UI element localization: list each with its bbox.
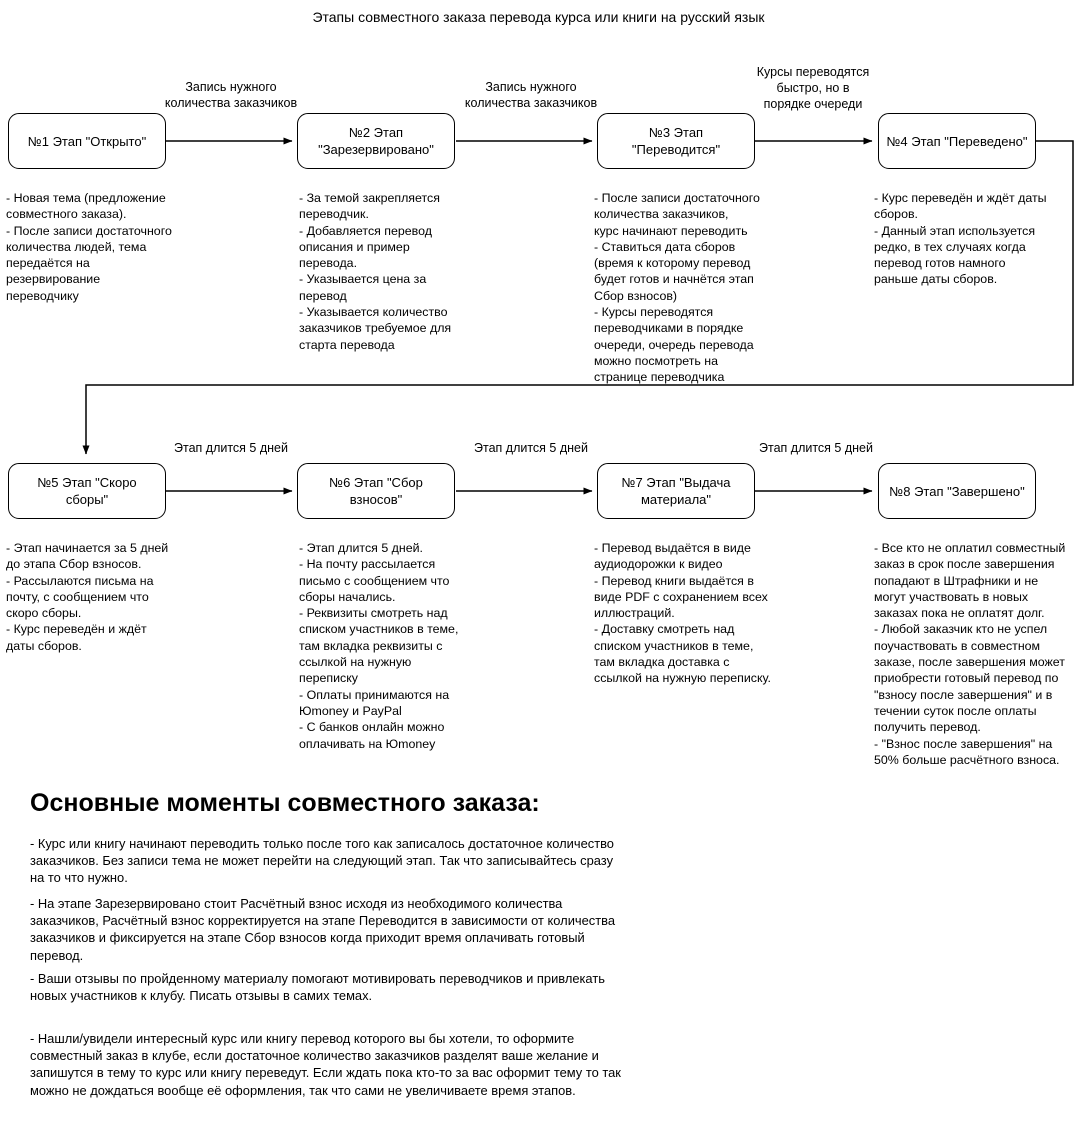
node-stage4-label: №4 Этап "Переведено" — [886, 133, 1028, 149]
note-stage2: - За темой закрепляется переводчик. - До… — [299, 191, 452, 352]
node-stage5[interactable]: №5 Этап "Скоро сборы" — [8, 463, 166, 519]
note-stage7: - Перевод выдаётся в виде аудиодорожки к… — [594, 541, 771, 686]
node-stage7-label: №7 Этап "Выдача материала" — [621, 475, 731, 507]
summary-heading: Основные моменты совместного заказа: — [30, 789, 540, 817]
note-stage3: - После записи достаточного количества з… — [594, 191, 760, 385]
node-stage3[interactable]: №3 Этап "Переводится" — [597, 113, 755, 169]
node-stage8-label: №8 Этап "Завершено" — [889, 483, 1025, 499]
edge-label-stage5-stage6: Этап длится 5 дней — [174, 441, 288, 455]
page-title: Этапы совместного заказа перевода курса … — [312, 9, 765, 25]
edge-label-stage2-stage3: Запись нужного количества заказчиков — [464, 80, 598, 110]
node-stage4[interactable]: №4 Этап "Переведено" — [878, 113, 1036, 169]
summary-paragraph-2: - На этапе Зарезервировано стоит Расчётн… — [30, 896, 616, 963]
node-stage1-label: №1 Этап "Открыто" — [27, 133, 147, 149]
node-stage2[interactable]: №2 Этап "Зарезервировано" — [297, 113, 455, 169]
edge-label-stage3-stage4: Курсы переводятся быстро, но в порядке о… — [756, 65, 870, 111]
node-stage5-label: №5 Этап "Скоро сборы" — [37, 475, 137, 507]
note-stage5: - Этап начинается за 5 дней до этапа Сбо… — [6, 541, 169, 653]
summary-paragraph-4: - Нашли/увидели интересный курс или книг… — [30, 1031, 621, 1098]
edge-stage4-stage5 — [82, 140, 1074, 455]
summary-paragraph-1: - Курс или книгу начинают переводить тол… — [30, 836, 614, 886]
note-stage1: - Новая тема (предложение совместного за… — [6, 191, 172, 303]
summary-paragraph-3: - Ваши отзывы по пройденному материалу п… — [30, 971, 605, 1004]
node-stage6[interactable]: №6 Этап "Сбор взносов" — [297, 463, 455, 519]
node-stage8[interactable]: №8 Этап "Завершено" — [878, 463, 1036, 519]
node-stage3-label: №3 Этап "Переводится" — [631, 125, 721, 157]
node-stage2-label: №2 Этап "Зарезервировано" — [318, 125, 434, 157]
edge-label-stage6-stage7: Этап длится 5 дней — [474, 441, 588, 455]
note-stage6: - Этап длится 5 дней. - На почту рассыла… — [299, 541, 459, 751]
node-stage7[interactable]: №7 Этап "Выдача материала" — [597, 463, 755, 519]
edge-label-stage1-stage2: Запись нужного количества заказчиков — [164, 80, 298, 110]
node-stage6-label: №6 Этап "Сбор взносов" — [329, 475, 423, 507]
note-stage8: - Все кто не оплатил совместный заказ в … — [874, 541, 1066, 767]
node-stage1[interactable]: №1 Этап "Открыто" — [8, 113, 166, 169]
edge-label-stage7-stage8: Этап длится 5 дней — [759, 441, 873, 455]
note-stage4: - Курс переведён и ждёт даты сборов. - Д… — [874, 191, 1047, 287]
